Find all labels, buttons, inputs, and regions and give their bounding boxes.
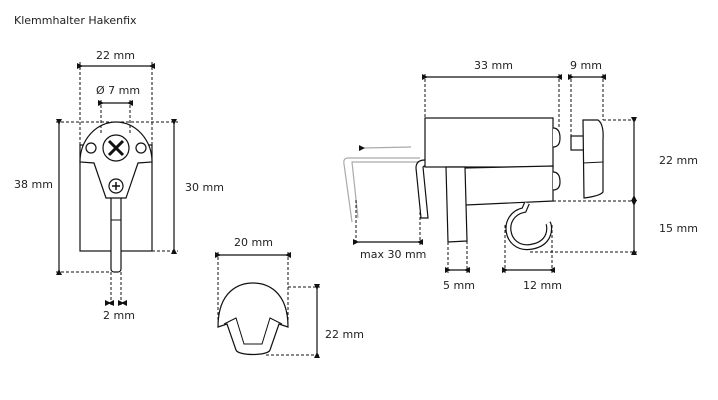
main-body [424, 117, 554, 168]
stem [445, 166, 468, 243]
knob-9-label: 9 mm [570, 59, 602, 72]
side-view: 33 mm 9 mm 22 mm 15 mm max 30 mm 5 mm 12… [343, 59, 698, 292]
height-30-label: 30 mm [185, 181, 224, 194]
pin [110, 189, 122, 273]
hook-15-label: 15 mm [659, 222, 698, 235]
front-view: 22 mm Ø 7 mm 38 mm 30 mm 2 mm [14, 49, 224, 322]
stem-5-label: 5 mm [443, 279, 475, 292]
clamp-jaw [415, 159, 430, 219]
width-22-label: 22 mm [96, 49, 135, 62]
clamp-max-30-label: max 30 mm [360, 248, 426, 261]
depth-33-label: 33 mm [474, 59, 513, 72]
diameter-7-label: Ø 7 mm [96, 84, 140, 97]
pin-2-label: 2 mm [103, 309, 135, 322]
cap-width-20-label: 20 mm [234, 236, 273, 249]
side-height-22-label: 22 mm [659, 154, 698, 167]
hook-12-label: 12 mm [523, 279, 562, 292]
height-38-label: 38 mm [14, 178, 53, 191]
end-cap-view: 20 mm 22 mm [215, 236, 364, 358]
knob [582, 119, 604, 199]
lower-block [463, 165, 554, 206]
direction-arrow [358, 145, 412, 152]
rail-bracket [343, 157, 420, 223]
drawing-title: Klemmhalter Hakenfix [14, 14, 137, 27]
cap-height-22-label: 22 mm [325, 328, 364, 341]
